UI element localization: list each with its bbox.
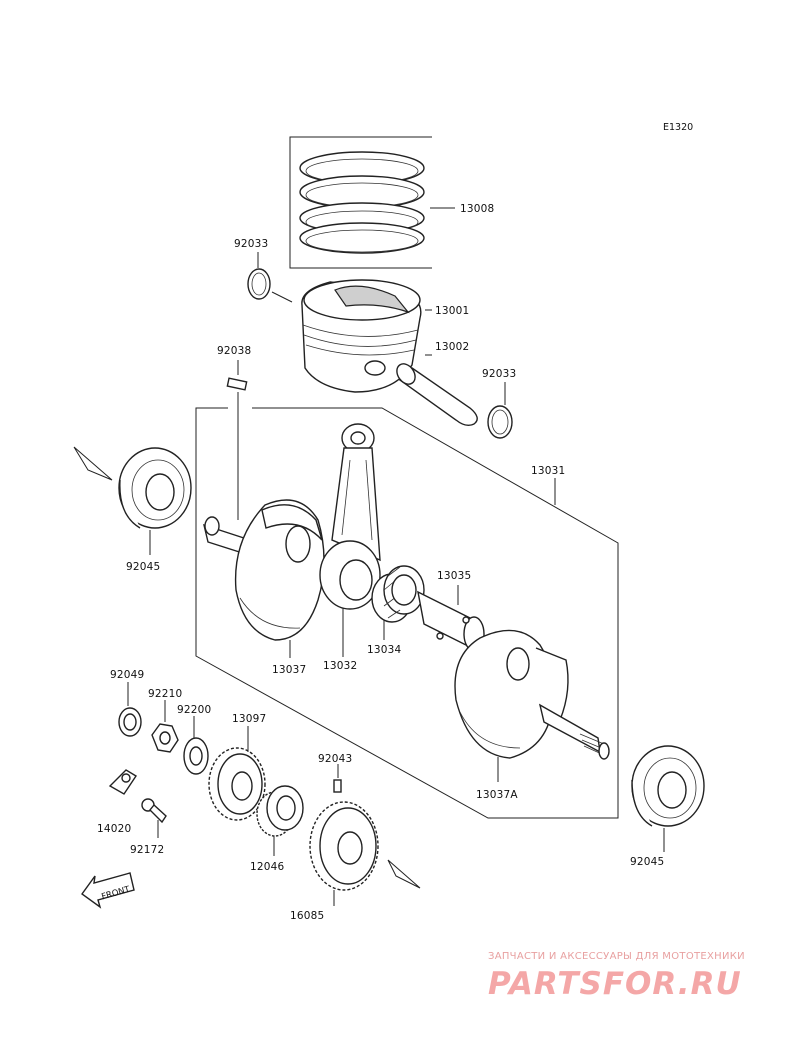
dowel-pin <box>333 764 342 793</box>
label-92049: 92049 <box>110 669 144 681</box>
label-13034: 13034 <box>367 644 402 656</box>
watermark-subtitle: ЗАПЧАСТИ И АКСЕССУАРЫ ДЛЯ МОТОТЕХНИКИ <box>488 951 745 962</box>
lock-plate <box>108 769 137 795</box>
woodruff-key <box>226 360 248 520</box>
crank-half-right <box>454 629 610 782</box>
label-12046: 12046 <box>250 861 285 873</box>
label-13037A: 13037A <box>476 789 518 801</box>
nut <box>151 700 179 753</box>
bolt <box>141 798 167 838</box>
label-92200: 92200 <box>177 704 211 716</box>
piston-ring-set <box>289 136 455 269</box>
label-13008: 13008 <box>460 203 494 215</box>
connecting-rod <box>319 423 381 657</box>
label-13002: 13002 <box>435 341 469 353</box>
label-13097: 13097 <box>232 713 266 725</box>
piston-pin <box>396 354 478 427</box>
label-92038: 92038 <box>217 345 251 357</box>
label-13037: 13037 <box>272 664 306 676</box>
crank-pin <box>417 585 485 652</box>
needle-bearing <box>371 565 425 640</box>
label-92172: 92172 <box>130 844 164 856</box>
piston <box>301 279 432 393</box>
label-92045-right: 92045 <box>630 856 664 868</box>
label-13032: 13032 <box>323 660 357 672</box>
circlip-left <box>247 252 293 303</box>
main-bearing-left <box>73 446 192 555</box>
label-92033-upper: 92033 <box>234 238 268 250</box>
collar <box>118 682 142 737</box>
diagram-code: E1320 <box>663 122 693 133</box>
crank-half-left <box>203 499 325 658</box>
pump-gear <box>309 801 421 906</box>
label-16085: 16085 <box>290 910 324 922</box>
label-13035: 13035 <box>437 570 471 582</box>
label-92033-lower: 92033 <box>482 368 516 380</box>
label-13001: 13001 <box>435 305 469 317</box>
label-14020: 14020 <box>97 823 131 835</box>
label-13031: 13031 <box>531 465 565 477</box>
main-bearing-right <box>631 745 705 852</box>
circlip-right <box>487 382 513 439</box>
watermark-brand: PARTSFOR.RU <box>488 966 742 1002</box>
washer <box>183 716 209 775</box>
drive-gear <box>208 726 266 821</box>
label-92210: 92210 <box>148 688 182 700</box>
front-direction-arrow: FRONT <box>81 872 135 909</box>
crankshaft-assembly-frame <box>195 407 619 819</box>
label-92045-left: 92045 <box>126 561 160 573</box>
balancer-gear <box>256 785 304 856</box>
label-92043: 92043 <box>318 753 352 765</box>
